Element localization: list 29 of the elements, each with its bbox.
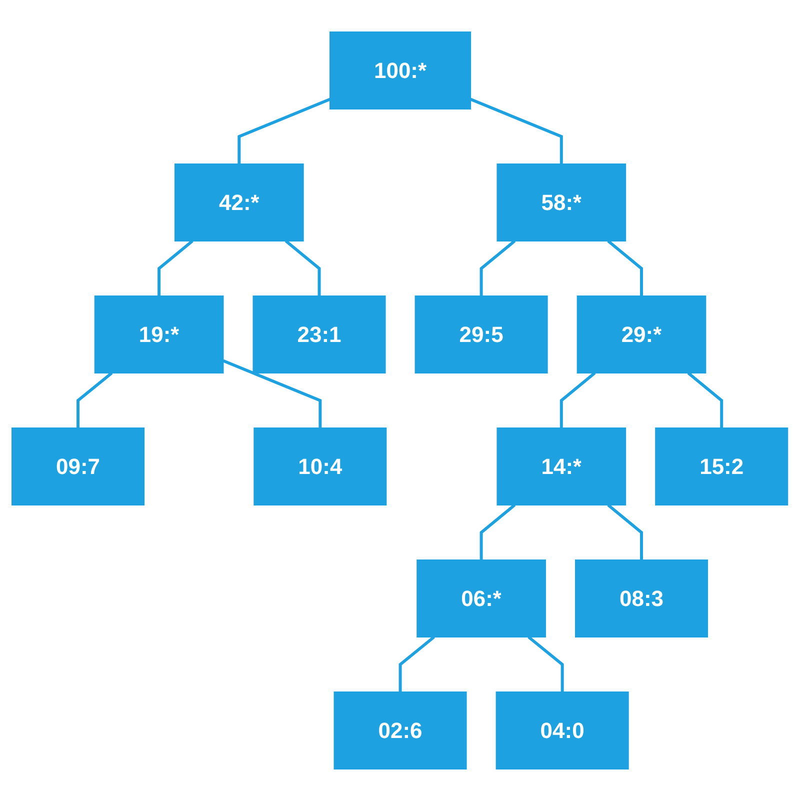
node-box: 06:* xyxy=(416,559,546,637)
connector xyxy=(470,97,564,164)
connector xyxy=(480,239,516,296)
node-box: 58:* xyxy=(496,163,626,241)
connector xyxy=(528,635,564,692)
node-box: 10:4 xyxy=(254,427,387,505)
connector xyxy=(687,371,724,428)
connector xyxy=(285,239,321,296)
connector xyxy=(560,371,596,428)
node-box: 29:5 xyxy=(414,295,548,373)
node-box: 04:0 xyxy=(496,691,630,769)
node-box: 08:3 xyxy=(575,559,708,637)
connector xyxy=(158,239,194,296)
node-box: 15:2 xyxy=(655,427,788,505)
connector xyxy=(398,635,436,692)
node-box: 100:* xyxy=(330,31,472,109)
connector xyxy=(222,358,322,428)
node-box: 02:6 xyxy=(334,691,467,769)
connector xyxy=(480,503,516,560)
node-box: 29:* xyxy=(577,295,706,373)
node-box: 23:1 xyxy=(252,295,386,373)
node-box: 19:* xyxy=(94,295,224,373)
connector xyxy=(238,97,331,164)
node-box: 09:7 xyxy=(12,427,145,505)
connector xyxy=(607,503,644,560)
connector xyxy=(76,371,113,428)
connector xyxy=(607,239,644,296)
node-box: 14:* xyxy=(496,427,626,505)
node-box: 42:* xyxy=(174,163,304,241)
